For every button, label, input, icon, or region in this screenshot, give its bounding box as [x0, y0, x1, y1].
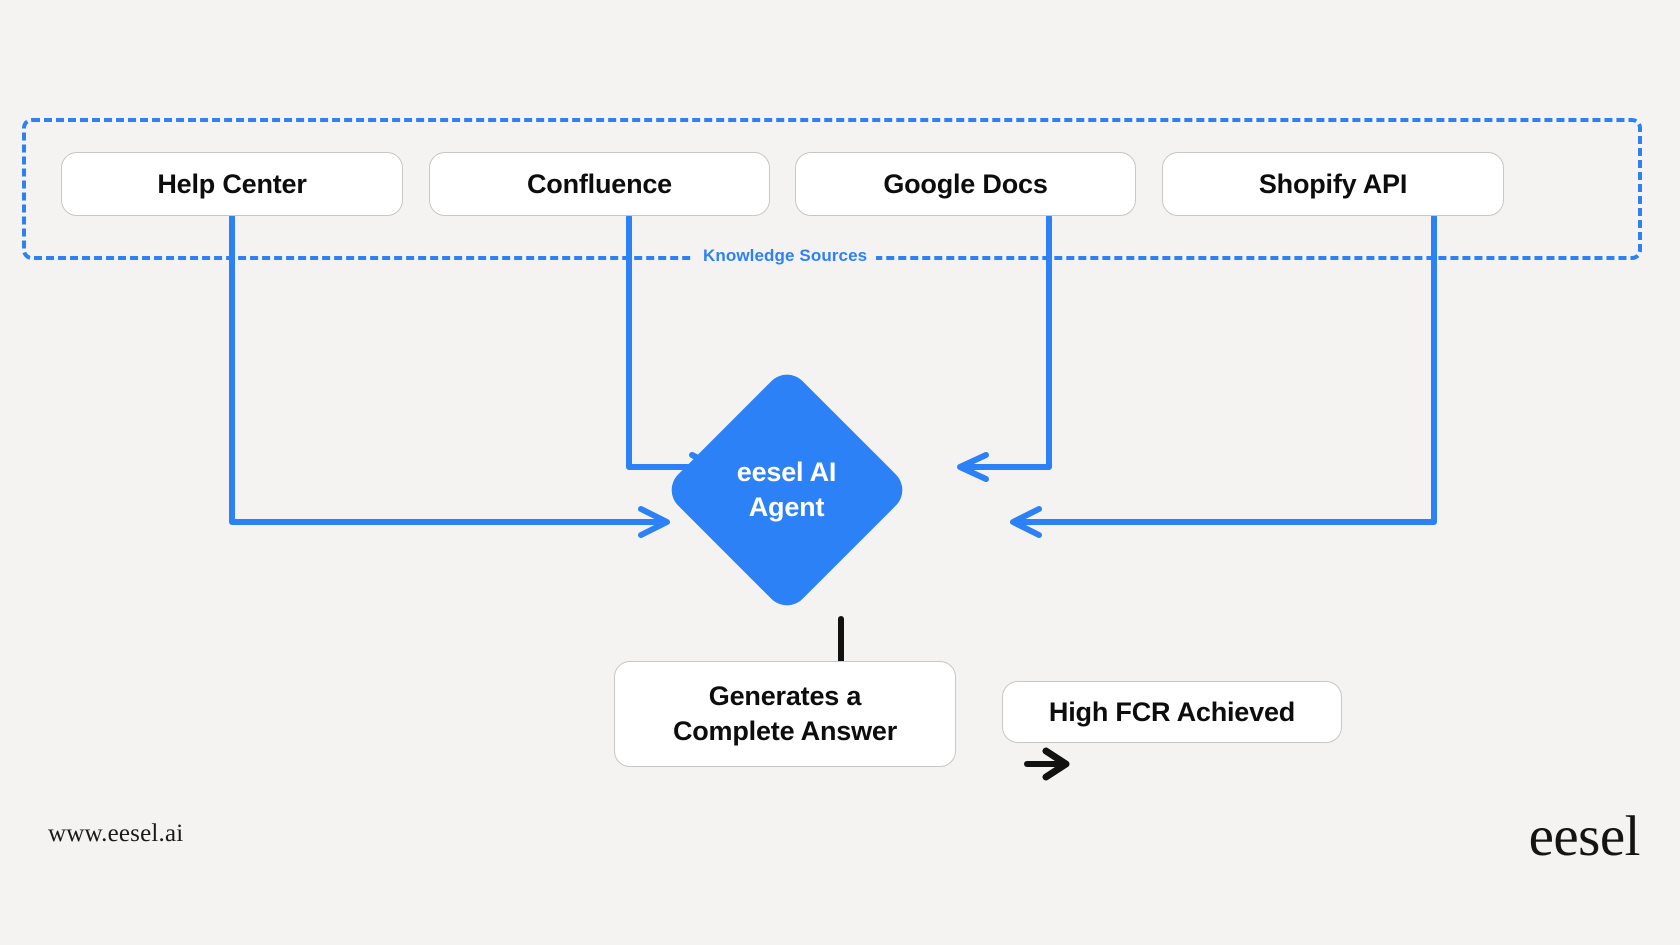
arrowhead-google-docs: [957, 452, 989, 482]
outcome-node-generates-answer[interactable]: Generates a Complete Answer: [614, 661, 956, 767]
connector-help-center: [229, 214, 665, 525]
source-node-google-docs[interactable]: Google Docs: [795, 152, 1136, 216]
source-node-shopify-api[interactable]: Shopify API: [1162, 152, 1504, 216]
source-node-help-center[interactable]: Help Center: [61, 152, 403, 216]
arrowhead-help-center: [638, 506, 670, 538]
agent-label-line-1: eesel AI: [736, 457, 837, 488]
footer-url[interactable]: www.eesel.ai: [48, 820, 184, 847]
agent-node-label: eesel AI Agent: [665, 365, 908, 615]
arrowhead-shopify-api: [1010, 506, 1042, 538]
outcome-answer-line-2: Complete Answer: [672, 716, 898, 746]
outcome-node-high-fcr[interactable]: High FCR Achieved: [1002, 681, 1342, 743]
knowledge-sources-label: Knowledge Sources: [694, 243, 877, 269]
source-node-confluence[interactable]: Confluence: [429, 152, 770, 216]
connector-shopify-api: [1015, 214, 1437, 525]
agent-label-line-2: Agent: [748, 492, 825, 522]
brand-logo: eesel: [1528, 805, 1641, 868]
agent-node[interactable]: eesel AI Agent: [662, 365, 911, 615]
outcome-answer-line-1: Generates a: [708, 681, 862, 712]
arrowhead-answer-to-fcr: [1042, 747, 1070, 781]
